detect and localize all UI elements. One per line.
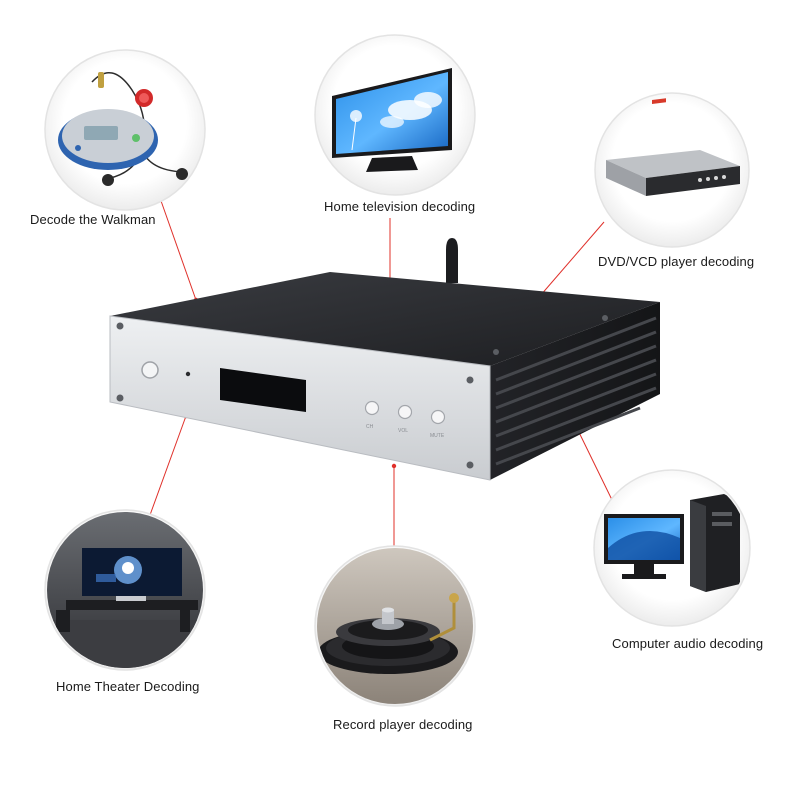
label-theater: Home Theater Decoding <box>56 679 200 694</box>
button-label-mute: MUTE <box>430 433 445 439</box>
button-label-vol: VOL <box>398 428 408 434</box>
control-buttons: CH VOL MUTE <box>364 400 446 439</box>
label-record: Record player decoding <box>333 717 473 732</box>
theater-illustration <box>47 512 203 668</box>
connector-dvd <box>539 221 605 297</box>
antenna <box>446 238 458 283</box>
panel-screws <box>116 315 608 469</box>
walkman-illustration <box>58 72 188 186</box>
record-illustration <box>317 548 473 704</box>
connector-dot <box>391 463 397 469</box>
heatsink-fins <box>495 316 657 466</box>
display-window <box>220 368 306 412</box>
circle-dvd <box>594 92 750 248</box>
circle-record <box>314 545 476 707</box>
circle-computer <box>593 469 751 627</box>
label-dvd: DVD/VCD player decoding <box>598 254 755 269</box>
circle-walkman <box>44 49 206 211</box>
dvd-illustration <box>606 98 740 196</box>
indicator-led <box>185 371 191 377</box>
power-button <box>141 361 159 379</box>
tv-illustration <box>332 68 452 172</box>
dac-device: CH VOL MUTE <box>109 238 660 481</box>
button-label-ch: CH <box>366 424 374 430</box>
connector-theater <box>149 415 187 516</box>
circle-theater <box>44 509 206 671</box>
circle-tv <box>314 34 476 196</box>
label-walkman: Decode the Walkman <box>30 212 156 227</box>
chassis-top <box>110 272 660 366</box>
label-tv: Home television decoding <box>324 199 476 214</box>
label-computer: Computer audio decoding <box>612 636 764 651</box>
connector-walkman <box>159 197 197 301</box>
computer-illustration <box>604 494 740 592</box>
